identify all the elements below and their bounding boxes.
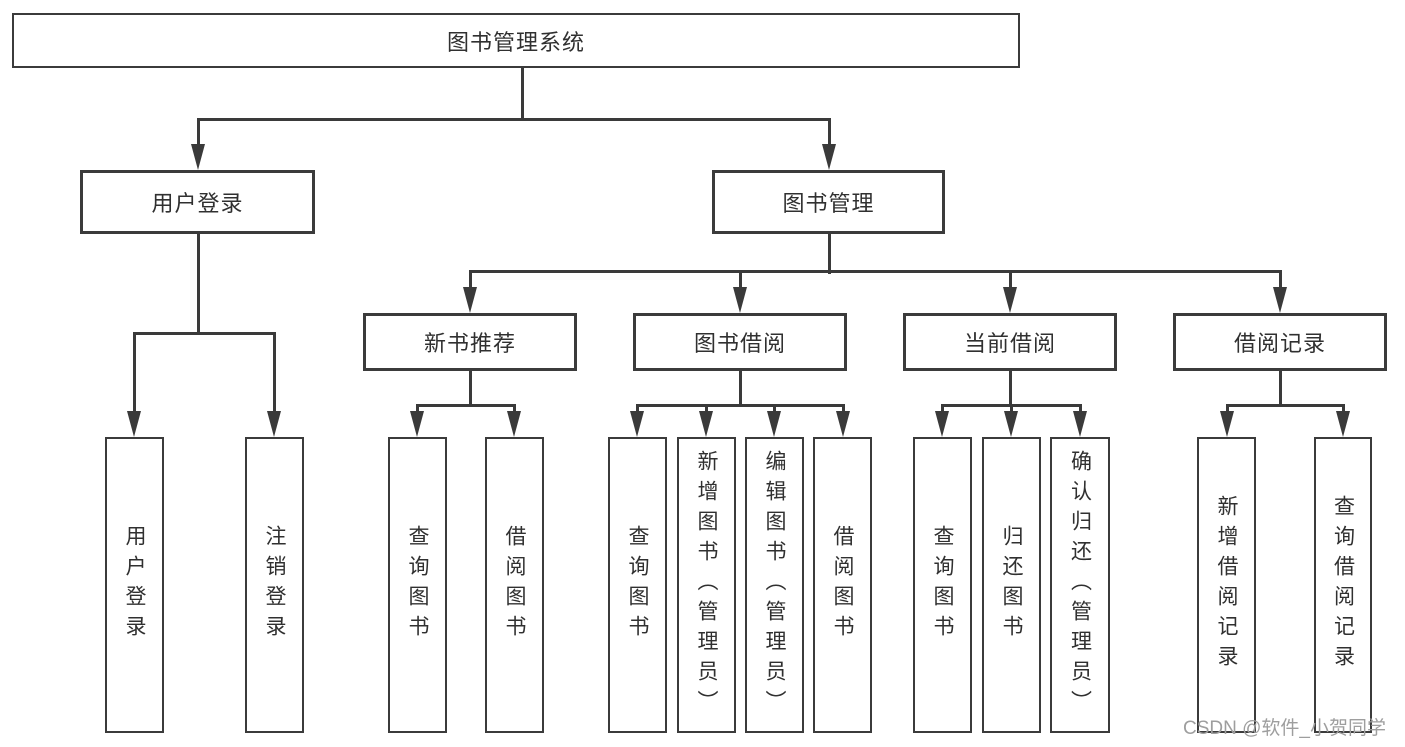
connector-arrow-shaft bbox=[635, 406, 639, 411]
connector-arrow-shaft bbox=[738, 272, 742, 287]
node-current-borrowing-label: 当前借阅 bbox=[963, 331, 1056, 356]
connector-arrow-shaft bbox=[827, 120, 831, 144]
node-leaf-query-borrow-record: 查询借阅记录 bbox=[1314, 437, 1372, 733]
node-leaf-add-borrow-record: 新增借阅记录 bbox=[1197, 437, 1256, 733]
connector-arrow-shaft bbox=[415, 406, 419, 411]
connector-line bbox=[196, 234, 200, 335]
arrow-down-icon bbox=[1273, 287, 1287, 313]
node-leaf-query-books-borrowing: 查询图书 bbox=[608, 437, 667, 733]
arrow-down-icon bbox=[1220, 411, 1234, 437]
connector-line bbox=[468, 371, 472, 407]
watermark-text: CSDN @软件_小贺同学 bbox=[1183, 718, 1386, 739]
connector-line bbox=[1008, 371, 1012, 407]
node-root-system: 图书管理系统 bbox=[12, 13, 1020, 68]
connector-line bbox=[520, 68, 524, 121]
connector-line bbox=[1225, 403, 1345, 407]
arrow-down-icon bbox=[935, 411, 949, 437]
connector-arrow-shaft bbox=[468, 272, 472, 287]
node-book-management: 图书管理 bbox=[712, 170, 945, 234]
arrow-down-icon bbox=[127, 411, 141, 437]
arrow-down-icon bbox=[1073, 411, 1087, 437]
connector-line bbox=[827, 234, 831, 274]
connector-arrow-shaft bbox=[1009, 406, 1013, 411]
connector-arrow-shaft bbox=[1341, 406, 1345, 411]
arrow-down-icon bbox=[630, 411, 644, 437]
node-book-borrowing: 图书借阅 bbox=[633, 313, 847, 371]
connector-arrow-shaft bbox=[1225, 406, 1229, 411]
node-leaf-confirm-return-admin: 确认归还（管理员） bbox=[1050, 437, 1110, 733]
node-borrowing-records-label: 借阅记录 bbox=[1233, 331, 1326, 356]
connector-line bbox=[635, 403, 845, 407]
connector-arrow-shaft bbox=[940, 406, 944, 411]
connector-arrow-shaft bbox=[772, 406, 776, 411]
arrow-down-icon bbox=[1003, 287, 1017, 313]
node-current-borrowing: 当前借阅 bbox=[903, 313, 1117, 371]
connector-arrow-shaft bbox=[1278, 272, 1282, 287]
arrow-down-icon bbox=[836, 411, 850, 437]
arrow-down-icon bbox=[733, 287, 747, 313]
node-leaf-query-books-recommend: 查询图书 bbox=[388, 437, 447, 733]
node-root-label: 图书管理系统 bbox=[446, 29, 585, 55]
connector-line bbox=[1278, 371, 1282, 407]
node-leaf-borrow-books-recommend: 借阅图书 bbox=[485, 437, 544, 733]
connector-arrow-shaft bbox=[196, 120, 200, 144]
arrow-down-icon bbox=[191, 144, 205, 170]
node-leaf-edit-books-admin: 编辑图书（管理员） bbox=[745, 437, 804, 733]
connector-arrow-shaft bbox=[841, 406, 845, 411]
connector-arrow-shaft bbox=[132, 334, 136, 411]
connector-line bbox=[940, 403, 1082, 407]
connector-line bbox=[738, 371, 742, 407]
node-leaf-add-books-admin: 新增图书（管理员） bbox=[677, 437, 736, 733]
arrow-down-icon bbox=[507, 411, 521, 437]
node-leaf-query-books-current: 查询图书 bbox=[913, 437, 972, 733]
connector-arrow-shaft bbox=[704, 406, 708, 411]
arrow-down-icon bbox=[463, 287, 477, 313]
connector-arrow-shaft bbox=[512, 406, 516, 411]
connector-line bbox=[132, 331, 276, 335]
node-user-login: 用户登录 bbox=[80, 170, 315, 234]
connector-line bbox=[468, 269, 1282, 273]
node-book-management-label: 图书管理 bbox=[782, 191, 875, 216]
arrow-down-icon bbox=[267, 411, 281, 437]
connector-line bbox=[196, 117, 831, 121]
arrow-down-icon bbox=[410, 411, 424, 437]
node-book-borrowing-label: 图书借阅 bbox=[693, 331, 786, 356]
node-user-login-label: 用户登录 bbox=[151, 191, 244, 216]
connector-arrow-shaft bbox=[1008, 272, 1012, 287]
connector-arrow-shaft bbox=[272, 334, 276, 411]
arrow-down-icon bbox=[767, 411, 781, 437]
node-leaf-user-login: 用户登录 bbox=[105, 437, 164, 733]
connector-arrow-shaft bbox=[1078, 406, 1082, 411]
arrow-down-icon bbox=[699, 411, 713, 437]
node-leaf-logout: 注销登录 bbox=[245, 437, 304, 733]
node-new-book-recommend-label: 新书推荐 bbox=[423, 331, 516, 356]
node-borrowing-records: 借阅记录 bbox=[1173, 313, 1387, 371]
node-leaf-return-books: 归还图书 bbox=[982, 437, 1041, 733]
arrow-down-icon bbox=[1004, 411, 1018, 437]
arrow-down-icon bbox=[822, 144, 836, 170]
connector-line bbox=[415, 403, 516, 407]
node-leaf-borrow-books: 借阅图书 bbox=[813, 437, 872, 733]
node-new-book-recommend: 新书推荐 bbox=[363, 313, 577, 371]
arrow-down-icon bbox=[1336, 411, 1350, 437]
